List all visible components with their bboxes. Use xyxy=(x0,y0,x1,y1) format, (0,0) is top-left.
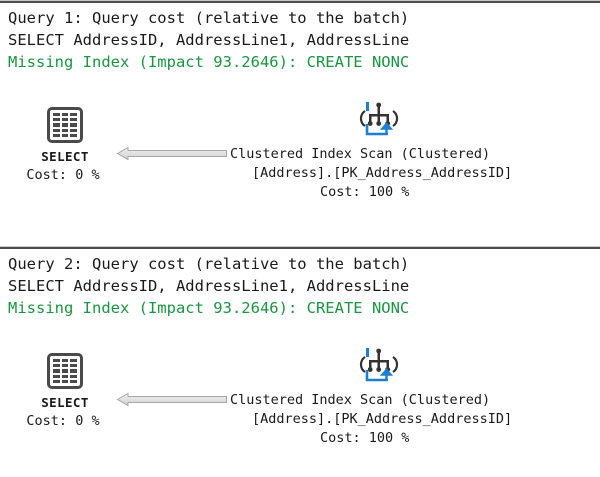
select-node-label: SELECT xyxy=(41,395,89,410)
scan-node-object: [Address].[PK_Address_AddressID] xyxy=(252,411,513,427)
grid-table-icon xyxy=(47,107,83,143)
select-node-cost: Cost: 0 % xyxy=(26,167,100,183)
grid-table-icon-cells xyxy=(53,359,77,383)
grid-table-icon-cells xyxy=(53,113,77,137)
clustered-index-scan-icon xyxy=(358,347,400,387)
operator-node-select[interactable]: SELECT Cost: 0 % xyxy=(6,107,124,183)
query-cost-header: Query 1: Query cost (relative to the bat… xyxy=(8,9,410,27)
scan-node-cost: Cost: 100 % xyxy=(320,184,410,200)
select-node-label: SELECT xyxy=(41,149,89,164)
panel-divider-top xyxy=(0,0,600,3)
operator-node-select[interactable]: SELECT Cost: 0 % xyxy=(6,353,124,429)
panel-divider-middle xyxy=(0,246,600,249)
query-plan-panel-2[interactable]: Query 2: Query cost (relative to the bat… xyxy=(0,251,600,477)
operator-node-clustered-index-scan[interactable]: Clustered Index Scan (Clustered) [Addres… xyxy=(228,347,592,448)
clustered-index-scan-icon xyxy=(358,101,400,141)
missing-index-suggestion[interactable]: Missing Index (Impact 93.2646): CREATE N… xyxy=(8,53,410,71)
operator-node-clustered-index-scan[interactable]: Clustered Index Scan (Clustered) [Addres… xyxy=(228,101,592,202)
scan-node-title: Clustered Index Scan (Clustered) xyxy=(230,392,491,408)
query-cost-header: Query 2: Query cost (relative to the bat… xyxy=(8,255,410,273)
scan-node-object: [Address].[PK_Address_AddressID] xyxy=(252,165,513,181)
scan-node-title: Clustered Index Scan (Clustered) xyxy=(230,146,491,162)
left-arrow-connector[interactable] xyxy=(116,392,228,407)
query-plan-panel-1[interactable]: Query 1: Query cost (relative to the bat… xyxy=(0,5,600,238)
select-node-cost: Cost: 0 % xyxy=(26,413,100,429)
missing-index-suggestion[interactable]: Missing Index (Impact 93.2646): CREATE N… xyxy=(8,299,410,317)
scan-node-cost: Cost: 100 % xyxy=(320,430,410,446)
query-sql-text: SELECT AddressID, AddressLine1, AddressL… xyxy=(8,31,410,49)
grid-table-icon xyxy=(47,353,83,389)
query-sql-text: SELECT AddressID, AddressLine1, AddressL… xyxy=(8,277,410,295)
left-arrow-connector[interactable] xyxy=(116,146,228,161)
